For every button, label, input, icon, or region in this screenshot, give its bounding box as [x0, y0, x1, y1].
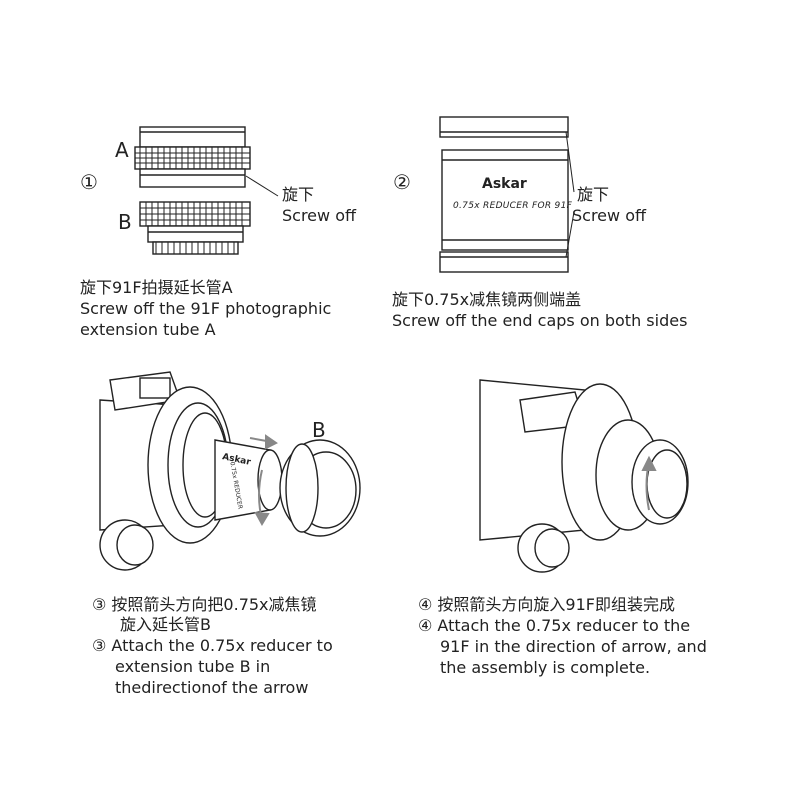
step1-callout-line: [245, 175, 279, 197]
step2-callout-line-top: [565, 131, 575, 193]
step1-callout-cn: 旋下: [282, 185, 315, 204]
step1-number: ①: [80, 170, 98, 194]
step1-caption-en-2: extension tube A: [80, 320, 216, 339]
reducer-model-label: 0.75x REDUCER FOR 91F: [453, 201, 573, 211]
step2-caption-cn: 旋下0.75x减焦镜两侧端盖: [392, 290, 582, 309]
arrow-move-head: [265, 434, 278, 450]
step2-callout-en: Screw off: [572, 206, 647, 225]
step3-caption-en-1: ③ Attach the 0.75x reducer to: [92, 636, 333, 655]
tube-a-bottom: [139, 168, 246, 188]
step4-caption-en-3: the assembly is complete.: [440, 658, 651, 677]
arrow-rotate-head-step4: [641, 455, 657, 471]
step4-caption-en-2: 91F in the direction of arrow, and: [440, 637, 707, 656]
arrow-rotate-head: [254, 511, 270, 527]
step2-callout-line-bottom: [565, 211, 575, 258]
handle-block: [139, 377, 171, 399]
step4-caption-cn: ④ 按照箭头方向旋入91F即组装完成: [418, 595, 675, 614]
step3-caption-cn-1: ③ 按照箭头方向把0.75x减焦镜: [92, 595, 317, 614]
reducer-body: [441, 149, 569, 251]
reducer-brand-label: Askar: [482, 176, 527, 192]
step1-callout-en: Screw off: [282, 206, 357, 225]
step1-caption-en-1: Screw off the 91F photographic: [80, 299, 332, 318]
step3-caption-en-3: thedirectionof the arrow: [115, 678, 309, 697]
label-tube-b: B: [118, 210, 132, 234]
step4-caption-en-1: ④ Attach the 0.75x reducer to the: [418, 616, 691, 635]
label-tube-b-step3: B: [312, 418, 326, 442]
label-tube-a: A: [115, 138, 129, 162]
step2-number: ②: [393, 170, 411, 194]
step2-caption-en: Screw off the end caps on both sides: [392, 311, 688, 330]
step3-caption-en-2: extension tube B in: [115, 657, 271, 676]
step3-caption-cn-2: 旋入延长管B: [120, 615, 211, 634]
step2-callout-cn: 旋下: [577, 185, 610, 204]
step1-caption-cn: 旋下91F拍摄延长管A: [80, 278, 233, 297]
